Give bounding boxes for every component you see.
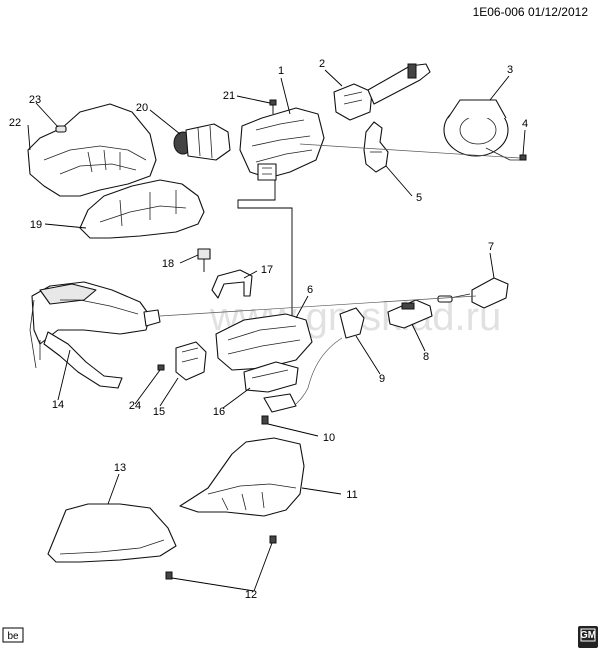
callout-12: 12 xyxy=(245,589,257,601)
callout-18: 18 xyxy=(162,258,174,270)
connector-part-15 xyxy=(175,341,207,381)
callout-24: 24 xyxy=(129,400,141,412)
callout-1: 1 xyxy=(278,65,284,77)
callout-15: 15 xyxy=(153,406,165,418)
screw-part-4 xyxy=(519,154,527,161)
lock-housing-part-6 xyxy=(215,313,313,371)
lower-cover-part-11 xyxy=(179,437,305,517)
gm-logo-text: GM xyxy=(580,630,596,641)
callout-3: 3 xyxy=(507,64,513,76)
clamp-part-17 xyxy=(211,269,253,299)
callout-4: 4 xyxy=(522,118,528,130)
callout-22: 22 xyxy=(9,117,21,129)
screw-part-24 xyxy=(157,364,165,371)
lower-trim-cover-part-19 xyxy=(79,179,205,239)
screw-part-21 xyxy=(269,99,277,114)
callout-17: 17 xyxy=(261,264,273,276)
callouts: 1 2 3 4 5 6 7 8 9 10 11 12 13 14 15 16 1… xyxy=(9,58,528,601)
screw-part-12 xyxy=(165,535,277,580)
callout-19: 19 xyxy=(30,219,42,231)
lock-plate-part-16 xyxy=(243,361,299,393)
callout-20: 20 xyxy=(136,102,148,114)
callout-8: 8 xyxy=(423,351,429,363)
upper-trim-cover-part-22 xyxy=(27,103,157,197)
callout-11: 11 xyxy=(346,489,357,501)
diagram-code-date: 1E06-006 01/12/2012 xyxy=(473,5,589,19)
clock-spring-part-3 xyxy=(443,99,522,161)
callout-6: 6 xyxy=(307,284,313,296)
screw-part-10 xyxy=(261,415,269,425)
leader-lines xyxy=(27,69,526,592)
corner-tag-text: be xyxy=(7,631,19,642)
callout-9: 9 xyxy=(379,373,385,385)
knee-cover-part-13 xyxy=(47,503,177,563)
bolt-part-18 xyxy=(197,248,211,272)
cover-clip-part-23 xyxy=(55,125,67,133)
turn-signal-lever-part-2 xyxy=(333,63,431,121)
corner-tag: be xyxy=(2,627,24,643)
steering-column-part-14 xyxy=(29,281,161,389)
callout-5: 5 xyxy=(416,192,422,204)
gm-logo: GM xyxy=(578,626,598,648)
bracket-part-5 xyxy=(363,121,389,173)
callout-13: 13 xyxy=(114,462,126,474)
callout-2: 2 xyxy=(319,58,325,70)
callout-23: 23 xyxy=(29,94,41,106)
callout-21: 21 xyxy=(223,90,235,102)
callout-14: 14 xyxy=(52,399,64,411)
switch-housing-part-1 xyxy=(239,107,325,181)
callout-16: 16 xyxy=(213,406,225,418)
wiring-harness-part-9 xyxy=(263,307,365,413)
callout-7: 7 xyxy=(488,241,494,253)
callout-10: 10 xyxy=(323,432,335,444)
lock-cylinder-part-20 xyxy=(173,123,231,161)
